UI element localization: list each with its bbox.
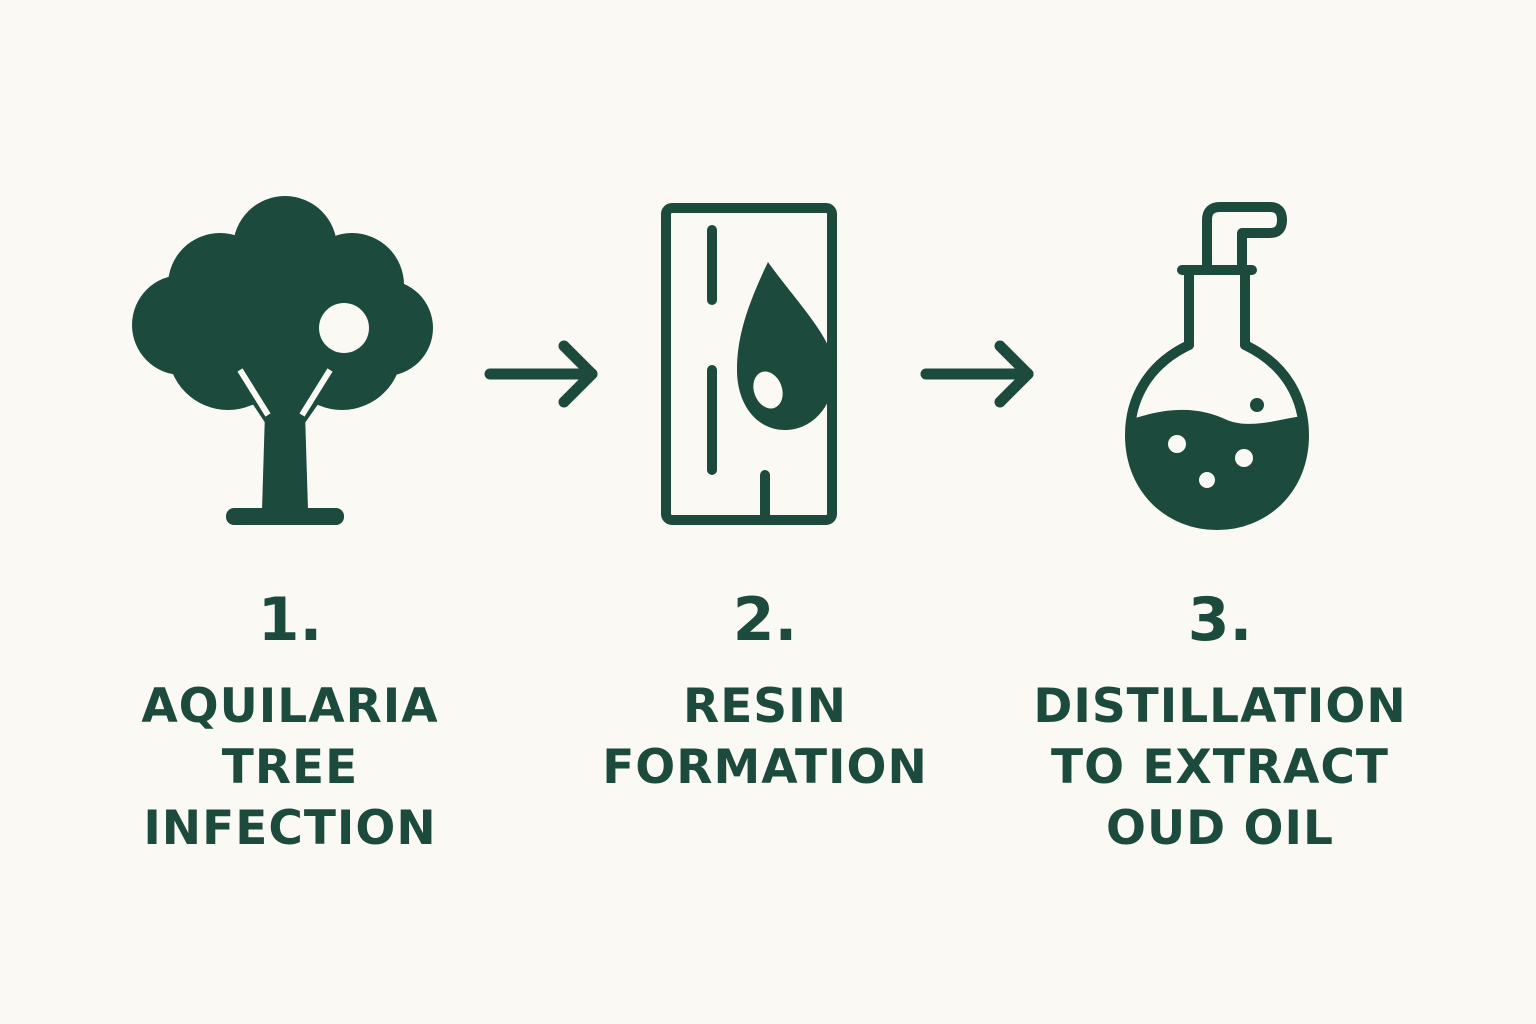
step-1: 1. AQUILARIA TREE INFECTION (100, 582, 480, 859)
step-1-line-2: TREE (221, 740, 359, 795)
step-3-line-3: OUD OIL (1106, 801, 1334, 856)
arrow-right-icon (918, 340, 1038, 410)
distillation-flask-icon (1052, 190, 1382, 540)
step-2-number: 2. (732, 585, 798, 655)
step-2-line-2: FORMATION (602, 740, 928, 795)
step-3-line-2: TO EXTRACT (1051, 740, 1389, 795)
step-3-number: 3. (1187, 585, 1253, 655)
step-3-line-1: DISTILLATION (1033, 679, 1407, 734)
step-2: 2. RESIN FORMATION (575, 582, 955, 798)
step-3: 3. DISTILLATION TO EXTRACT OUD OIL (1030, 582, 1410, 859)
step-2-line-1: RESIN (683, 679, 847, 734)
arrow-right-icon (482, 340, 602, 410)
step-1-line-1: AQUILARIA (141, 679, 439, 734)
wood-resin-icon (585, 190, 915, 540)
tree-icon (120, 190, 450, 540)
step-1-line-3: INFECTION (143, 801, 437, 856)
step-1-number: 1. (257, 585, 323, 655)
